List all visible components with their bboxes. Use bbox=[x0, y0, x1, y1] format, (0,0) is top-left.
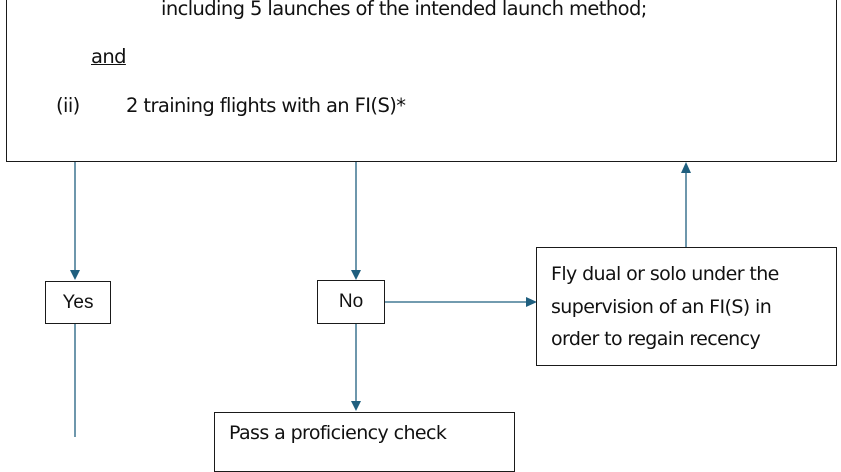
arrowhead-yes bbox=[70, 270, 80, 280]
requirement-line-launches: including 5 launches of the intended lau… bbox=[161, 0, 647, 20]
requirements-box bbox=[6, 0, 837, 162]
proficiency-check-box: Pass a proficiency check bbox=[214, 412, 515, 472]
and-connector-label: and bbox=[91, 45, 126, 68]
no-decision-box: No bbox=[317, 280, 385, 324]
no-label: No bbox=[338, 291, 364, 312]
arrowhead-no bbox=[351, 270, 361, 280]
regain-line-3: order to regain recency bbox=[551, 328, 761, 350]
flow-connectors bbox=[70, 162, 691, 437]
yes-decision-box: Yes bbox=[45, 281, 111, 324]
proficiency-check-label: Pass a proficiency check bbox=[229, 422, 447, 444]
regain-recency-box: Fly dual or solo under the supervision o… bbox=[536, 247, 837, 366]
arrowhead-regain bbox=[526, 297, 537, 307]
regain-line-1: Fly dual or solo under the bbox=[551, 263, 779, 285]
arrowhead-up bbox=[681, 162, 691, 173]
yes-label: Yes bbox=[62, 291, 94, 313]
item-ii-text: 2 training flights with an FI(S)* bbox=[126, 94, 406, 117]
arrowhead-proficiency bbox=[351, 401, 361, 411]
regain-line-2: supervision of an FI(S) in bbox=[551, 295, 772, 318]
item-ii-marker: (ii) bbox=[56, 94, 80, 117]
regain-recency-text: Fly dual or solo under the supervision o… bbox=[551, 258, 779, 356]
